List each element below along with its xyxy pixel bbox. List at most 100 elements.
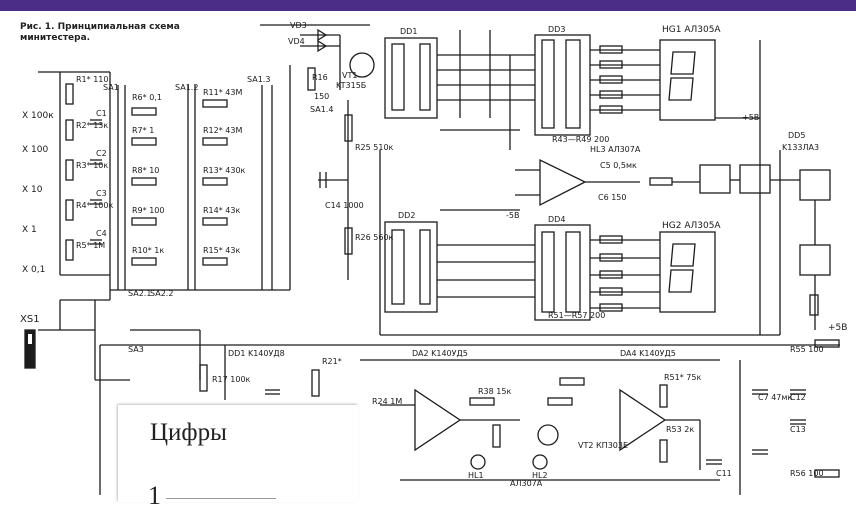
misc-label-5: +5В (742, 113, 759, 122)
sa-label-0: SA1 (103, 83, 119, 92)
digit-underline (166, 498, 276, 499)
caps_left-label-2: C3 (96, 189, 107, 198)
r_mid-label-4: R10* 1к (132, 246, 164, 255)
left-resistors (65, 83, 102, 261)
hg1-display (590, 39, 760, 121)
sa-label-1: SA1.2 (175, 83, 198, 92)
hg-label-0: HG1 АЛ305А (662, 25, 721, 35)
bottom-label-5: R38 15к (478, 387, 511, 396)
figure-caption: Рис. 1. Принципиальная схема минитестера… (20, 22, 180, 43)
ranges-label-1: X 100 (22, 145, 48, 155)
diodes-label-4: KT315Б (336, 81, 366, 90)
misc-label-7: R25 510к (355, 143, 394, 152)
switch-sa1 (110, 65, 291, 291)
r_left-label-1: R2* 13к (76, 121, 108, 130)
misc-label-4: C6 150 (598, 193, 627, 202)
bottom-label-4: R24 1М (372, 397, 402, 406)
r_left-label-4: R5* 1М (76, 241, 105, 250)
sa-label-5: SA2.2 (150, 289, 173, 298)
sa-label-6: SA3 (128, 345, 144, 354)
diodes-label-0: VD3 (290, 21, 307, 30)
ranges-label-0: X 100к (22, 111, 54, 121)
top-color-bar (0, 0, 856, 11)
r_left-label-3: R4* 100к (76, 201, 113, 210)
ranges-label-3: X 1 (22, 225, 37, 235)
bottom-label-17: R56 100 (790, 469, 824, 478)
r25-r26 (318, 100, 353, 280)
diodes-label-5: 150 (314, 92, 329, 101)
bottom-label-12: C7 47мк (758, 393, 792, 402)
dd-label-4: DD5 (788, 131, 805, 140)
misc-label-3: HL3 АЛ307А (590, 145, 641, 154)
misc-label-9: R26 560к (355, 233, 394, 242)
diodes-label-3: VT1 (342, 71, 357, 80)
dd-label-5: K133ЛА3 (782, 143, 819, 152)
sa-label-4: SA2.1 (128, 289, 151, 298)
digits-card: Цифры 1 (118, 405, 358, 510)
bottom-label-7: HL1 (468, 471, 484, 480)
caps_left-label-1: C2 (96, 149, 107, 158)
r_right-label-0: R11* 43М (203, 88, 242, 97)
hg-label-1: HG2 АЛ305А (662, 221, 721, 231)
misc-label-2: C5 0,5мк (600, 161, 637, 170)
misc-label-8: C14 1000 (325, 201, 364, 210)
bottom-label-0: DA2 K140УД5 (412, 349, 468, 358)
bottom-label-8: HL2 (532, 471, 548, 480)
bottom-label-1: DA4 K140УД5 (620, 349, 676, 358)
dd1-dd3 (384, 30, 591, 150)
supply-label: +5В (828, 323, 847, 333)
bottom-label-6: VT2 КП303Е (578, 441, 628, 450)
input-rail (38, 71, 111, 331)
r_mid-label-2: R8* 10 (132, 166, 159, 175)
r_left-label-0: R1* 110 (76, 75, 108, 84)
dd-label-2: DD3 (548, 25, 565, 34)
dd-label-1: DD2 (398, 211, 415, 220)
sa-label-3: SA1.4 (310, 105, 333, 114)
bottom-amplifiers (99, 339, 840, 495)
bottom-label-2: R17 100к (212, 375, 251, 384)
bottom-label-13: C11 (716, 469, 732, 478)
r_right-label-4: R15* 43к (203, 246, 240, 255)
r_mid-label-3: R9* 100 (132, 206, 164, 215)
sa-label-2: SA1.3 (247, 75, 270, 84)
bottom-left-wiring (94, 300, 320, 400)
dd-label-3: DD4 (548, 215, 565, 224)
misc-label-1: R51—R57 200 (548, 311, 605, 320)
r_mid-label-1: R7* 1 (132, 126, 154, 135)
bottom-label-3: R21* (322, 357, 342, 366)
digit-one: 1 (148, 481, 161, 510)
xs1-label: XS1 (20, 314, 40, 325)
bottom-label-9: АЛ307А (510, 479, 543, 488)
mid-resistors (131, 99, 228, 266)
ranges-label-4: X 0,1 (22, 265, 45, 275)
misc-label-6: -5В (506, 211, 519, 220)
bottom-label-10: R51* 75к (664, 373, 701, 382)
caps_left-label-0: C1 (96, 109, 107, 118)
dd-label-6: DD1 K140УД8 (228, 349, 285, 358)
digits-title: Цифры (150, 419, 227, 446)
bottom-label-11: R53 2к (666, 425, 694, 434)
diodes-label-2: R16 (312, 73, 328, 82)
diodes-label-1: VD4 (288, 37, 305, 46)
bottom-label-14: C12 (790, 393, 806, 402)
central-logic (379, 40, 831, 336)
dd2-dd4 (384, 221, 591, 321)
bottom-label-16: R55 100 (790, 345, 824, 354)
r_left-label-2: R3* 10к (76, 161, 108, 170)
hg2-display (590, 231, 716, 313)
caps_left-label-3: C4 (96, 229, 107, 238)
display-labels: HG1 АЛ305А HG2 АЛ305А (662, 25, 721, 231)
dd-label-0: DD1 (400, 27, 417, 36)
